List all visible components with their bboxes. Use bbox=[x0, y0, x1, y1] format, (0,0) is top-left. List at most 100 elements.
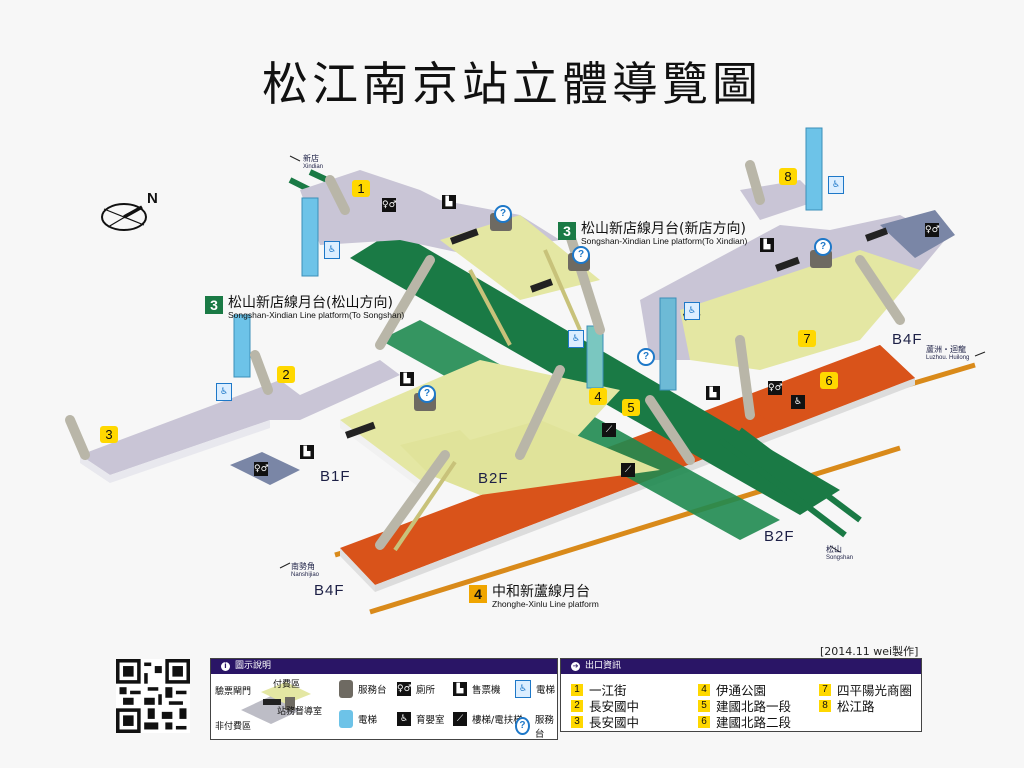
exit-number: 2 bbox=[571, 699, 583, 712]
legend-item-info: ? 服務台 bbox=[515, 712, 557, 740]
legend-item-label: 樓梯/電扶梯 bbox=[472, 715, 523, 726]
platform-edge bbox=[340, 548, 375, 592]
exit-item-1[interactable]: 1 一江街 bbox=[571, 680, 627, 699]
restroom-icon: ♀♂ bbox=[925, 223, 940, 237]
b1f-paid-area-north bbox=[440, 215, 600, 300]
line-number-badge: 4 bbox=[469, 585, 487, 603]
arrow-to-songshan bbox=[829, 545, 841, 553]
exit-tag-7[interactable]: 7 bbox=[798, 330, 816, 347]
concourse-edge bbox=[80, 455, 110, 483]
destination-songshan: 松山 Songshan bbox=[826, 546, 853, 562]
ticket-gate bbox=[345, 421, 376, 439]
stairs-exit-2 bbox=[250, 350, 273, 395]
elevator-shaft-icon bbox=[339, 710, 353, 728]
exit-tag-6[interactable]: 6 bbox=[820, 372, 838, 389]
exit-tag-4[interactable]: 4 bbox=[589, 388, 607, 405]
direction-arrows bbox=[279, 155, 986, 569]
legend-unpaid-label: 非付費區 bbox=[215, 722, 252, 732]
legend-office-label: 站務督導室 bbox=[277, 707, 323, 717]
nursing-room-icon: ♿ bbox=[397, 712, 411, 726]
legend-item-label: 服務台 bbox=[534, 715, 554, 740]
destination-xindian: 新店 Xindian bbox=[303, 155, 323, 171]
exit-item-5[interactable]: 5 建國北路一段 bbox=[698, 696, 791, 715]
floor-label-b4f-east: B4F bbox=[892, 331, 923, 348]
platform-label-to-xindian: 3 松山新店線月台(新店方向) Songshan-Xindian Line pl… bbox=[558, 222, 747, 246]
platform-name-zh: 松山新店線月台(新店方向) bbox=[581, 221, 746, 237]
line-number-badge: 3 bbox=[205, 296, 223, 314]
b1f-concourse-west bbox=[80, 360, 400, 475]
exit-item-4[interactable]: 4 伊通公園 bbox=[698, 680, 766, 699]
compass-north-label: N bbox=[147, 190, 158, 207]
platform-label-to-songshan: 3 松山新店線月台(松山方向) Songshan-Xindian Line pl… bbox=[205, 296, 404, 320]
ticket-gate bbox=[774, 256, 800, 272]
stairs-icon: ⟋ bbox=[621, 463, 635, 477]
escalator bbox=[645, 395, 695, 465]
legend-item-service-booth: 服務台 bbox=[339, 680, 387, 698]
exit-tag-1[interactable]: 1 bbox=[352, 180, 370, 197]
floor-label-b4f-west: B4F bbox=[314, 582, 345, 599]
paid-area-edge bbox=[340, 420, 420, 488]
arrow-right-icon: ➔ bbox=[571, 662, 580, 671]
info-icon: ? bbox=[637, 348, 655, 366]
exit-name: 建國北路一段 bbox=[716, 699, 792, 714]
legend-paid-label: 付費區 bbox=[273, 680, 301, 690]
legend-item-nursing-room: ♿ 育嬰室 bbox=[397, 712, 445, 726]
exit-item-3[interactable]: 3 長安國中 bbox=[571, 712, 639, 731]
legend-gate-label: 驗票閘門 bbox=[215, 687, 252, 697]
exit-number: 1 bbox=[571, 683, 583, 696]
exit-tag-3[interactable]: 3 bbox=[100, 426, 118, 443]
escalator bbox=[375, 255, 435, 350]
stairs-icon: ⟋ bbox=[602, 423, 616, 437]
nursing-room-icon: ♿ bbox=[791, 395, 805, 409]
info-icon: ? bbox=[494, 205, 512, 223]
accessible-elevator-icon: ♿ bbox=[216, 383, 232, 401]
track-to-songshan-2 bbox=[738, 427, 862, 523]
elevator-shaft bbox=[659, 297, 677, 391]
info-icon: ? bbox=[418, 385, 436, 403]
ticket-machine-icon: ▙ bbox=[760, 238, 774, 252]
exit-tag-5[interactable]: 5 bbox=[622, 399, 640, 416]
exit-tag-2[interactable]: 2 bbox=[277, 366, 295, 383]
info-icon: ? bbox=[572, 246, 590, 264]
exit-number: 6 bbox=[698, 715, 710, 728]
arrow-to-xindian bbox=[289, 155, 301, 162]
ticket-machine-icon: ▙ bbox=[706, 386, 720, 400]
exit-item-2[interactable]: 2 長安國中 bbox=[571, 696, 639, 715]
legend-item-stairs-escalator: ⟋ 樓梯/電扶梯 bbox=[453, 712, 523, 726]
ticket-gate bbox=[450, 228, 479, 245]
exit-item-6[interactable]: 6 建國北路二段 bbox=[698, 712, 791, 731]
escalator-tread bbox=[468, 269, 512, 346]
destination-nanshijiao: 南勢角 Nanshijiao bbox=[291, 563, 319, 579]
accessible-elevator-icon: ♿ bbox=[515, 680, 531, 698]
platform-name-en: Songshan-Xindian Line platform(To Songsh… bbox=[228, 310, 405, 320]
exit-item-7[interactable]: 7 四平陽光商圈 bbox=[819, 680, 912, 699]
exit-number: 5 bbox=[698, 699, 710, 712]
accessible-elevator-icon: ♿ bbox=[324, 241, 340, 259]
escalator bbox=[735, 335, 755, 420]
qr-code[interactable] bbox=[116, 659, 190, 733]
exit-tag-8[interactable]: 8 bbox=[779, 168, 797, 185]
exit-name: 松江路 bbox=[837, 699, 875, 714]
destination-zh: 南勢角 bbox=[291, 562, 315, 571]
platform-name-en: Songshan-Xindian Line platform(To Xindia… bbox=[581, 236, 748, 246]
escalator-tread bbox=[393, 460, 457, 552]
ticket-gate bbox=[530, 278, 554, 293]
platform-name-zh: 中和新蘆線月台 bbox=[492, 584, 590, 600]
escalator bbox=[855, 255, 905, 325]
ticket-machine-icon: ▙ bbox=[453, 682, 467, 696]
exit-item-8[interactable]: 8 松江路 bbox=[819, 696, 875, 715]
exit-number: 7 bbox=[819, 683, 831, 696]
ticket-machine-icon: ▙ bbox=[400, 372, 414, 386]
compass-icon bbox=[101, 203, 147, 231]
destination-zh: 松山 bbox=[826, 545, 842, 554]
accessible-elevator-icon: ♿ bbox=[568, 330, 584, 348]
ticket-gate bbox=[865, 227, 889, 242]
legend-item-restroom: ♀♂ 廁所 bbox=[397, 682, 435, 696]
legend-panel: i 圖示說明 驗票閘門 付費區 非付費區 站務督導室 服務台 電梯 ♀♂ 廁所 … bbox=[210, 658, 558, 740]
ticket-machine-icon: ▙ bbox=[300, 445, 314, 459]
floor-label-b2f-center: B2F bbox=[478, 470, 509, 487]
legend-header: i 圖示說明 bbox=[211, 659, 557, 674]
arrow-to-nanshijiao bbox=[279, 562, 291, 569]
exit-name: 長安國中 bbox=[589, 699, 640, 714]
elevator-shaft bbox=[301, 197, 319, 277]
